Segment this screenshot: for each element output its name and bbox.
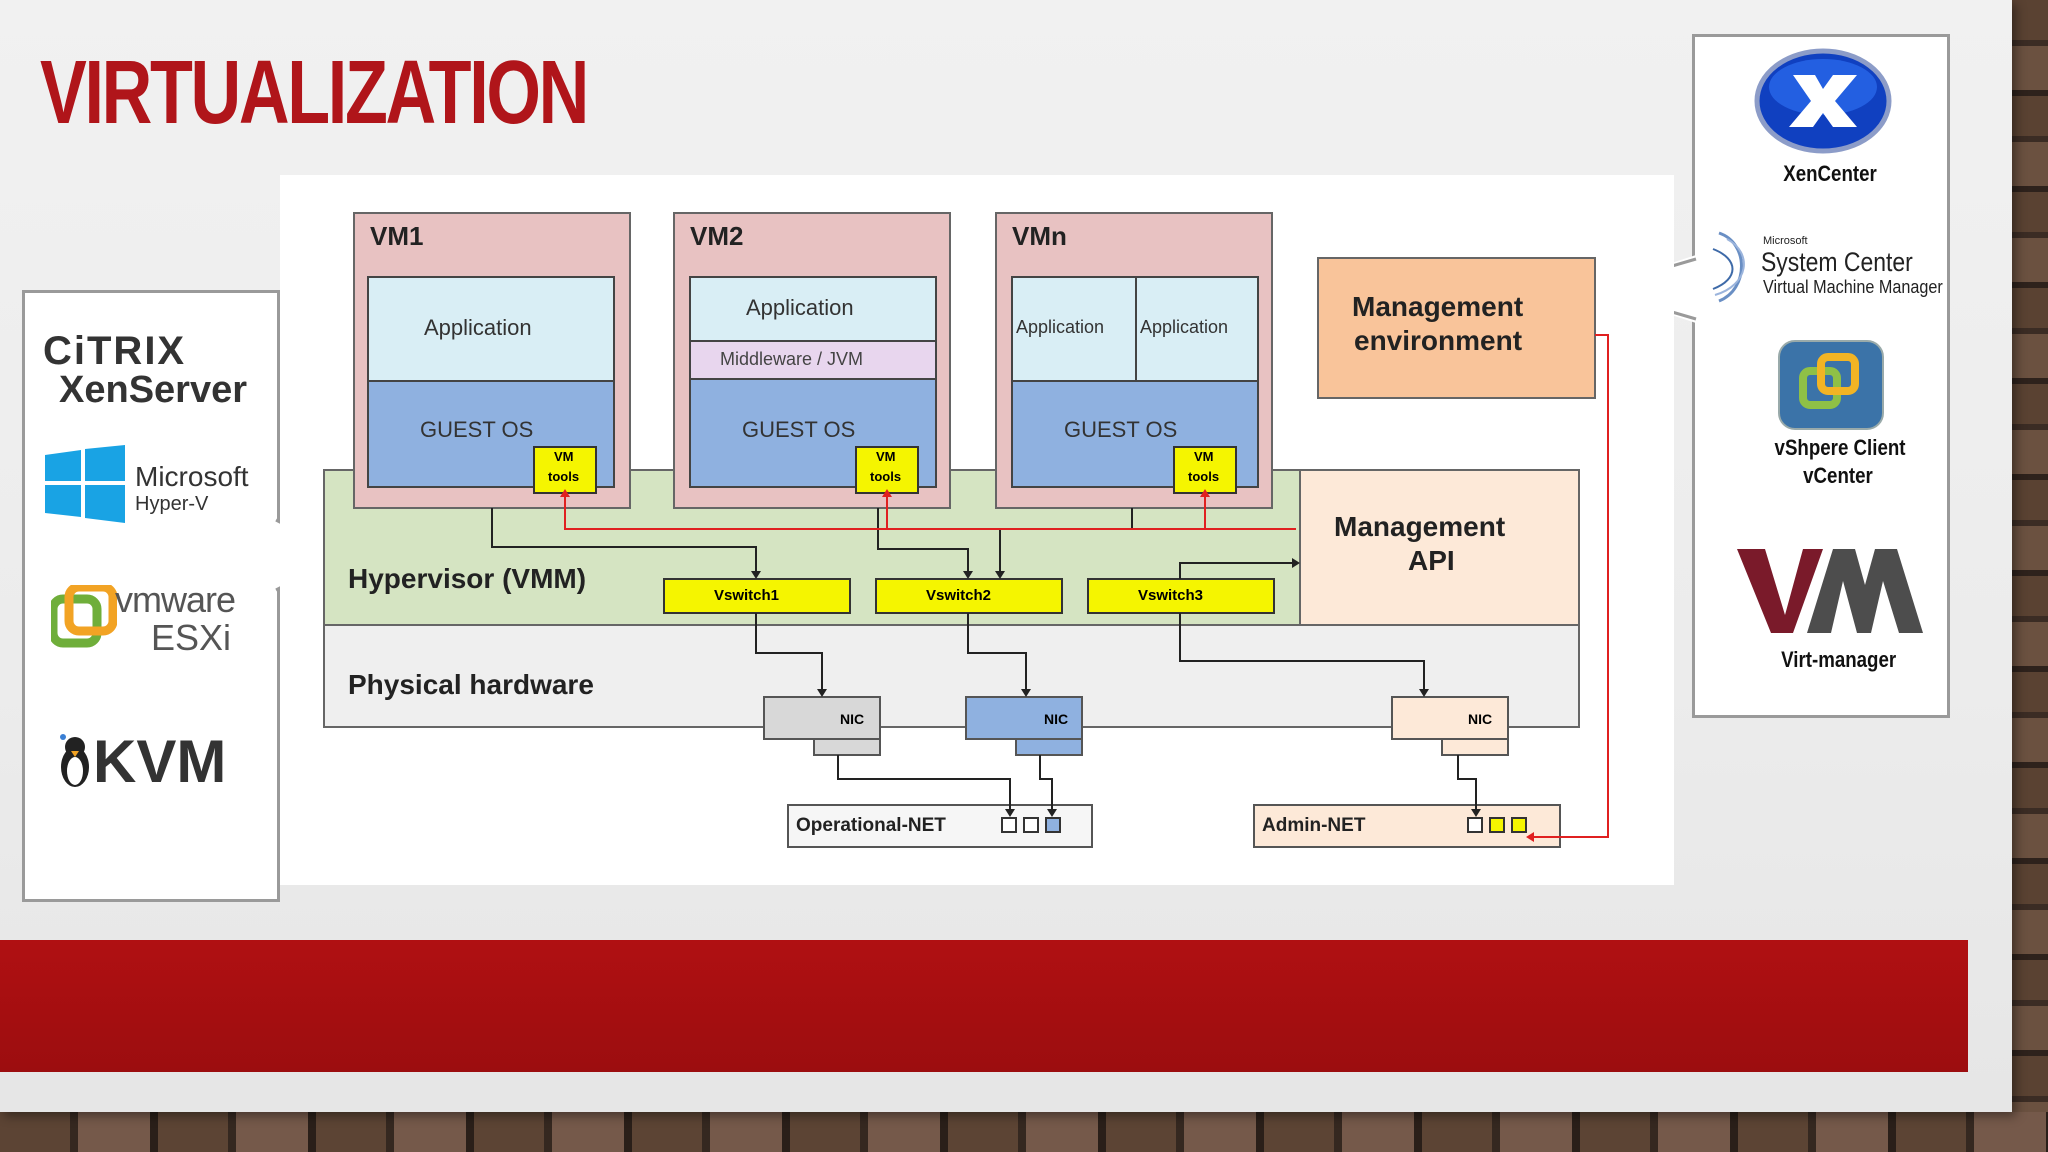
system-center-text: System Center	[1761, 247, 1913, 277]
kvm-logo-text: KVM	[93, 728, 227, 795]
vmware-logo-text: vmware	[115, 579, 236, 620]
admin-net-label: Admin-NET	[1262, 815, 1366, 836]
vcenter-label: vCenter	[1803, 463, 1873, 488]
windows-logo-icon	[45, 445, 125, 523]
vmn-tools-box	[1173, 446, 1237, 494]
physical-hardware-label: Physical hardware	[348, 669, 594, 700]
xencenter-label: XenCenter	[1783, 161, 1877, 186]
virt-manager-logo-icon	[1737, 549, 1923, 633]
management-environment-label-1: Management	[1352, 291, 1524, 322]
admin-net-box	[1253, 804, 1561, 848]
brick-background-bottom	[0, 1112, 2048, 1152]
vswitch2-label: Vswitch2	[926, 587, 992, 604]
vmn-tools-label-2: tools	[1188, 469, 1220, 484]
nic2-box	[965, 696, 1083, 740]
tux-penguin-icon	[60, 734, 89, 787]
vm2-middleware-label: Middleware / JVM	[720, 349, 864, 369]
management-environment-box	[1317, 257, 1596, 399]
vm1-tools-label-1: VM	[554, 449, 574, 464]
microsoft-logo-text: Microsoft	[135, 461, 249, 492]
diagram-shapes	[323, 212, 1609, 848]
vmn-application2-label: Application	[1140, 317, 1229, 337]
vm2-tools-label-1: VM	[876, 449, 896, 464]
management-api-label-1: Management	[1334, 511, 1506, 542]
system-center-logo-icon	[1712, 231, 1745, 303]
vm1-title: VM1	[370, 221, 424, 251]
vm1-tools-label-2: tools	[548, 469, 580, 484]
xenserver-logo-text: XenServer	[59, 369, 248, 411]
nic3-port	[1441, 738, 1509, 756]
hypervisor-label: Hypervisor (VMM)	[348, 563, 587, 594]
system-center-microsoft-text: Microsoft	[1763, 235, 1808, 247]
nic3-label: NIC	[1468, 711, 1493, 727]
nic1-label: NIC	[840, 711, 865, 727]
nic1-port	[813, 738, 881, 756]
vm2-tools-box	[855, 446, 919, 494]
vm1-application-label: Application	[424, 315, 532, 340]
vmn-title: VMn	[1012, 221, 1067, 251]
vmn-application1-box	[1011, 276, 1137, 382]
management-tools-callout: XenCenter Microsoft System Center Virtua…	[1692, 34, 1950, 718]
xencenter-logo-icon	[1754, 48, 1892, 154]
hyperv-logo-text: Hyper-V	[135, 493, 209, 515]
physical-hardware-box	[323, 624, 1580, 728]
vm2-title: VM2	[690, 221, 744, 251]
vm1-guest-os-label: GUEST OS	[420, 417, 534, 442]
vm1-application-box	[367, 276, 615, 382]
operational-net-box	[787, 804, 1093, 848]
citrix-logo-text: CiTRIX	[43, 329, 187, 373]
vm2-guest-os-label: GUEST OS	[742, 417, 856, 442]
vmware-logo-icon	[51, 585, 117, 648]
vm2-application-label: Application	[746, 295, 854, 320]
virtualization-architecture-diagram: VM1 Application GUEST OS VM tools VM2 Ap…	[280, 175, 1674, 885]
esxi-logo-text: ESXi	[151, 617, 232, 658]
slide-title: VIRTUALIZATION	[40, 43, 589, 143]
hypervisor-products-callout: CiTRIX XenServer Microsoft Hyper-V vmwar…	[22, 290, 280, 902]
vsphere-client-logo-icon	[1778, 340, 1884, 430]
virtual-machine-manager-text: Virtual Machine Manager	[1763, 277, 1943, 297]
footer-band	[0, 940, 1968, 1072]
vmn-tools-label-1: VM	[1194, 449, 1214, 464]
nic2-label: NIC	[1044, 711, 1069, 727]
vm2-tools-label-2: tools	[870, 469, 902, 484]
vswitch1-box	[663, 578, 851, 614]
vsphere-client-label: vShpere Client	[1774, 435, 1906, 460]
nic1-box	[763, 696, 881, 740]
virt-manager-label: Virt-manager	[1781, 647, 1897, 672]
vmn-guest-os-label: GUEST OS	[1064, 417, 1178, 442]
vswitch3-label: Vswitch3	[1138, 587, 1204, 604]
operational-net-label: Operational-NET	[796, 815, 946, 836]
vmn-application2-box	[1135, 276, 1259, 382]
management-api-box	[1299, 469, 1580, 626]
nic2-port	[1015, 738, 1083, 756]
vswitch1-label: Vswitch1	[714, 587, 780, 604]
vm2-middleware-box	[689, 340, 937, 380]
vmn-application1-label: Application	[1016, 317, 1105, 337]
management-environment-label-2: environment	[1354, 325, 1523, 356]
slide: VIRTUALIZATION CiTRIX XenServer Microsof…	[0, 0, 2012, 1112]
management-api-label-2: API	[1408, 545, 1455, 576]
